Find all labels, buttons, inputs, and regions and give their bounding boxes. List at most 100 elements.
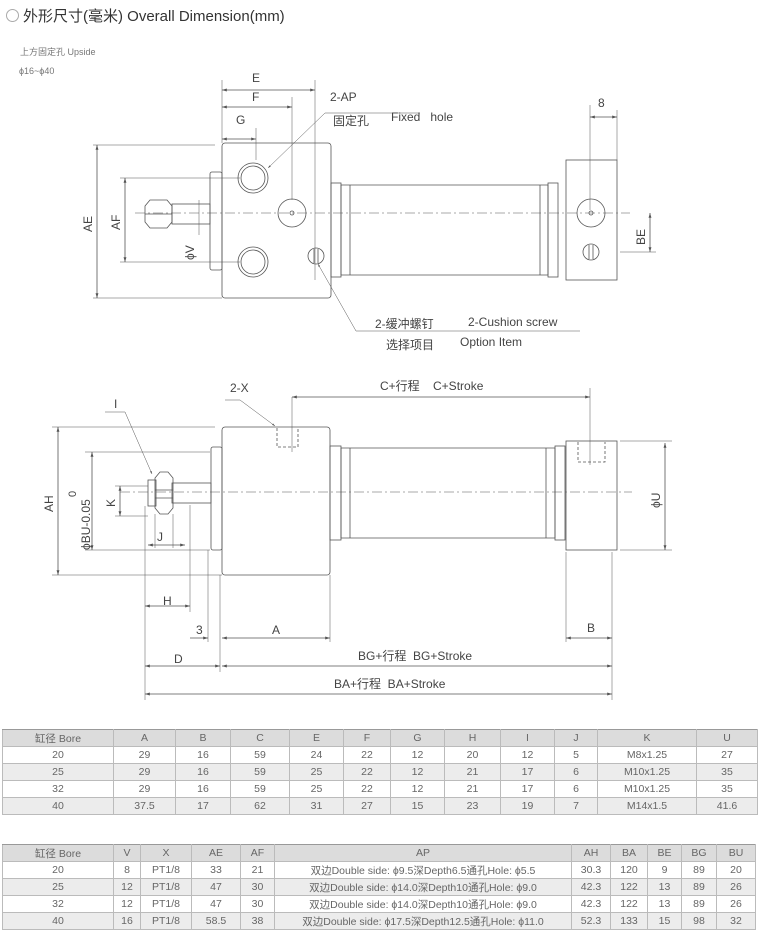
- table-cell: 23: [444, 797, 501, 815]
- table-cell: 8: [113, 861, 141, 879]
- upside-label: 上方固定孔 Upside: [20, 47, 96, 57]
- table-cell: 24: [289, 746, 344, 764]
- table-cell: 12: [113, 895, 141, 913]
- table-cell: AP: [274, 844, 572, 862]
- title-text: 外形尺寸(毫米) Overall Dimension(mm): [23, 8, 285, 25]
- table-cell: 25: [289, 780, 344, 798]
- table-cell: U: [696, 729, 758, 747]
- cylinder-drawing: E F G 8 2-AP 固定孔 Fixed hole 2-缓冲螺钉 2-Cus…: [42, 71, 672, 700]
- dim-V: ϕV: [183, 245, 197, 260]
- table-cell: 20: [716, 861, 756, 879]
- cushion-cn: 2-缓冲螺钉: [375, 316, 434, 331]
- table-cell: 52.3: [571, 912, 611, 930]
- dim-BE: BE: [634, 229, 648, 245]
- table-cell: K: [597, 729, 697, 747]
- table-cell: BG: [681, 844, 717, 862]
- table-cell: 16: [113, 912, 141, 930]
- table-cell: J: [554, 729, 598, 747]
- table-cell: 98: [681, 912, 717, 930]
- table-cell: 20: [2, 746, 114, 764]
- table-cell: 59: [230, 780, 290, 798]
- side-view: [52, 388, 672, 700]
- table-cell: 12: [390, 746, 445, 764]
- table-cell: 27: [343, 797, 391, 815]
- dim-3: 3: [196, 623, 203, 637]
- table-cell: 缸径 Bore: [2, 844, 114, 862]
- dim-C: C+行程 C+Stroke: [380, 378, 484, 393]
- table-cell: 双边Double side: ϕ9.5深Depth6.5通孔Hole: ϕ5.5: [274, 861, 572, 879]
- dim-BU-tol: 0: [67, 491, 79, 497]
- table-cell: 19: [500, 797, 555, 815]
- table-cell: 6: [554, 780, 598, 798]
- table-cell: 89: [681, 895, 717, 913]
- table-cell: 22: [343, 763, 391, 781]
- table-cell: X: [140, 844, 192, 862]
- table-cell: 120: [610, 861, 648, 879]
- table-cell: 13: [647, 878, 682, 896]
- table-cell: E: [289, 729, 344, 747]
- dim-E: E: [252, 71, 260, 85]
- table-cell: B: [175, 729, 231, 747]
- table-cell: 21: [444, 763, 501, 781]
- table-cell: 双边Double side: ϕ14.0深Depth10通孔Hole: ϕ9.0: [274, 878, 572, 896]
- table-cell: M8x1.25: [597, 746, 697, 764]
- table-cell: 30: [240, 895, 275, 913]
- table-cell: 62: [230, 797, 290, 815]
- table-cell: G: [390, 729, 445, 747]
- table-cell: 38: [240, 912, 275, 930]
- table-cell: 缸径 Bore: [2, 729, 114, 747]
- table-cell: 40: [2, 912, 114, 930]
- table-cell: 12: [113, 878, 141, 896]
- table-cell: 29: [113, 780, 176, 798]
- table-cell: V: [113, 844, 141, 862]
- table-cell: 25: [2, 878, 114, 896]
- search-icon: [6, 9, 19, 22]
- table-cell: 133: [610, 912, 648, 930]
- table-cell: 7: [554, 797, 598, 815]
- table-cell: BE: [647, 844, 682, 862]
- table-cell: M14x1.5: [597, 797, 697, 815]
- table-cell: AE: [191, 844, 241, 862]
- table-cell: 13: [647, 895, 682, 913]
- table-cell: 122: [610, 878, 648, 896]
- table-cell: H: [444, 729, 501, 747]
- dim-BA: BA+行程 BA+Stroke: [334, 676, 446, 691]
- table-cell: AF: [240, 844, 275, 862]
- table-cell: M10x1.25: [597, 780, 697, 798]
- table-cell: 12: [500, 746, 555, 764]
- table-cell: 6: [554, 763, 598, 781]
- table-cell: 32: [716, 912, 756, 930]
- dim-G: G: [236, 113, 245, 127]
- dim-K: K: [104, 499, 118, 507]
- table-cell: 21: [240, 861, 275, 879]
- table-cell: 29: [113, 746, 176, 764]
- table-cell: 89: [681, 861, 717, 879]
- table-cell: 30: [240, 878, 275, 896]
- table-cell: BU: [716, 844, 756, 862]
- table-cell: 9: [647, 861, 682, 879]
- table-cell: 31: [289, 797, 344, 815]
- table-cell: 41.6: [696, 797, 758, 815]
- table-cell: 17: [175, 797, 231, 815]
- table-cell: PT1/8: [140, 878, 192, 896]
- dim-B: B: [587, 621, 595, 635]
- table-cell: 5: [554, 746, 598, 764]
- table-cell: PT1/8: [140, 912, 192, 930]
- table-cell: 20: [2, 861, 114, 879]
- cushion-en: 2-Cushion screw: [468, 315, 558, 329]
- dim-I: I: [114, 397, 117, 411]
- table-cell: 32: [2, 895, 114, 913]
- table-cell: 33: [191, 861, 241, 879]
- table-cell: 35: [696, 780, 758, 798]
- table-cell: 25: [289, 763, 344, 781]
- table-cell: 37.5: [113, 797, 176, 815]
- table-cell: AH: [571, 844, 611, 862]
- table-cell: 12: [390, 780, 445, 798]
- table-cell: 20: [444, 746, 501, 764]
- table-cell: 26: [716, 895, 756, 913]
